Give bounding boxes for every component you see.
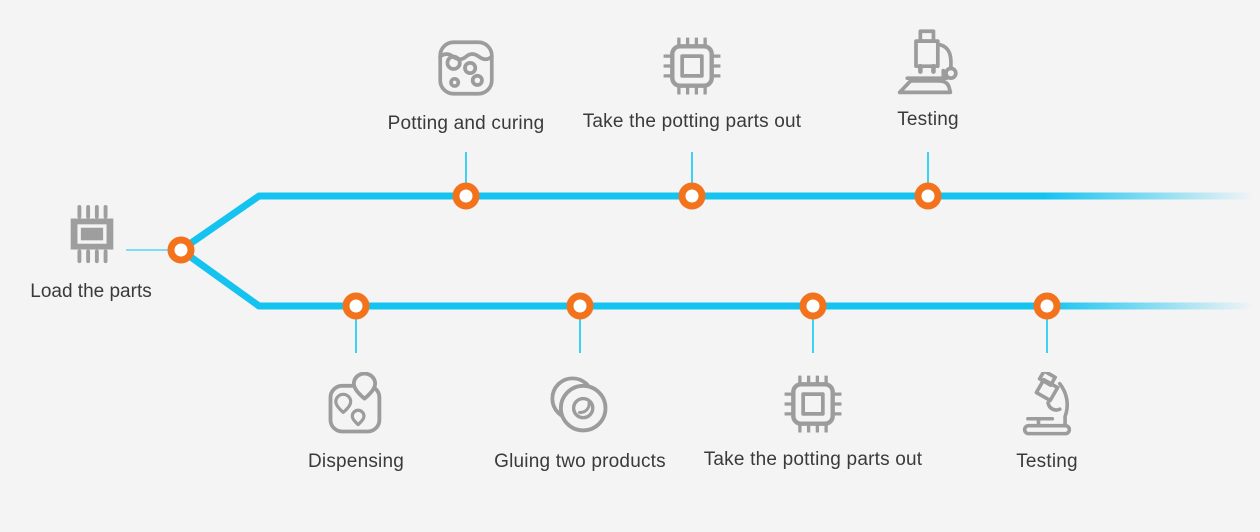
step-label: Take the potting parts out: [582, 111, 802, 132]
station-take-potting-parts-out-top: Take the potting parts out: [542, 30, 842, 134]
flow-line-top-branch: [179, 192, 1256, 253]
station-potting-and-curing: Potting and curing: [316, 32, 616, 136]
two-discs-icon: [544, 370, 616, 442]
flow-node: [678, 182, 706, 210]
flow-line-bottom-branch: [178, 247, 1256, 310]
station-dispensing: Dispensing: [206, 370, 506, 474]
step-label: Testing: [1016, 451, 1078, 472]
step-label: Gluing two products: [494, 451, 666, 472]
step-label: Testing: [897, 109, 959, 130]
station-take-potting-parts-out-bottom: Take the potting parts out: [663, 368, 963, 472]
flow-node: [1033, 292, 1061, 320]
potting-container-icon: [430, 32, 502, 104]
step-label: Take the potting parts out: [703, 449, 923, 470]
flow-node: [342, 292, 370, 320]
flow-node: [566, 292, 594, 320]
dispensing-drops-icon: [320, 370, 392, 442]
step-label: Potting and curing: [387, 113, 545, 134]
station-gluing-two-products: Gluing two products: [430, 370, 730, 474]
chip-outline-icon: [656, 30, 728, 102]
station-testing-bottom: Testing: [897, 370, 1197, 474]
flow-node-split: [167, 236, 195, 264]
flow-node: [799, 292, 827, 320]
chip-filled-icon: [61, 200, 125, 272]
step-label: Dispensing: [308, 451, 404, 472]
microscope-tilted-icon: [1011, 370, 1083, 442]
microscope-upright-icon: [892, 28, 964, 100]
flow-node: [914, 182, 942, 210]
chip-outline-icon: [777, 368, 849, 440]
step-label: Load the parts: [30, 281, 152, 302]
station-testing-top: Testing: [778, 28, 1078, 132]
flow-node: [452, 182, 480, 210]
